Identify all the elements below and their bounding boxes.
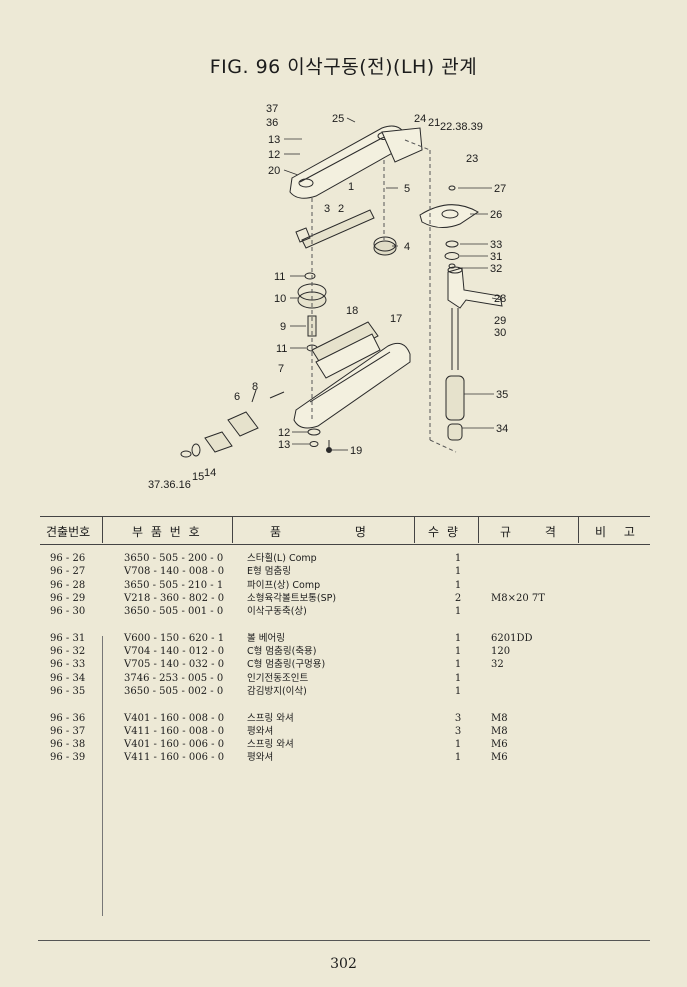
callout-label: 35 — [496, 389, 508, 401]
callout-label: 37 — [266, 103, 278, 115]
callout-label: 31 — [490, 251, 502, 263]
callout-label: 37.36.16 — [148, 479, 191, 491]
callout-label: 2 — [338, 203, 344, 215]
footer-rule — [38, 940, 650, 941]
callout-label: 33 — [490, 239, 502, 251]
column-divider — [578, 516, 579, 543]
callout-label: 23 — [466, 153, 478, 165]
callout-label: 11 — [274, 271, 285, 283]
figure-title: FIG. 96 이삭구동(전)(LH) 관계 — [209, 56, 478, 78]
column-divider — [414, 516, 415, 543]
callout-label: 12 — [278, 427, 290, 439]
callout-label: 10 — [274, 293, 286, 305]
header-remarks: 비 고 — [595, 525, 635, 539]
callout-label: 13 — [278, 439, 290, 451]
column-divider — [102, 516, 103, 543]
callout-label: 15 — [192, 471, 204, 483]
callout-label: 21 — [428, 117, 440, 129]
callout-label: 17 — [390, 313, 402, 325]
column-divider — [102, 636, 103, 916]
callout-label: 8 — [252, 381, 258, 393]
callout-label: 26 — [490, 209, 502, 221]
callout-label: 36 — [266, 117, 278, 129]
header-part-name: 품 명 — [270, 525, 366, 539]
callout-label: 14 — [204, 467, 216, 479]
callout-label: 34 — [496, 423, 508, 435]
callout-label: 6 — [234, 391, 240, 403]
header-ref-no: 견출번호 — [46, 525, 91, 539]
callout-label: 12 — [268, 149, 280, 161]
header-quantity: 수 량 — [428, 525, 458, 539]
callout-label: 22.38.39 — [440, 121, 483, 133]
callout-label: 3 — [324, 203, 330, 215]
column-divider — [478, 516, 479, 543]
exploded-parts-diagram: 37 36 13 12 20 25 24 21 22.38.39 23 5 27… — [148, 103, 508, 491]
header-part-no: 부 품 번 호 — [132, 525, 202, 539]
callout-label: 28 — [494, 293, 506, 305]
callout-label: 29 — [494, 315, 506, 327]
callout-label: 20 — [268, 165, 280, 177]
callout-label: 19 — [350, 445, 362, 457]
callout-label: 9 — [280, 321, 286, 333]
page-number: 302 — [330, 956, 357, 972]
callout-label: 5 — [404, 183, 410, 195]
callout-label: 32 — [490, 263, 502, 275]
table-header: 견출번호 부 품 번 호 품 명 수 량 규 격 비 고 — [40, 516, 650, 545]
callout-label: 7 — [278, 363, 284, 375]
callout-label: 18 — [346, 305, 358, 317]
column-divider — [232, 516, 233, 543]
callout-label: 24 — [414, 113, 426, 125]
callout-label: 30 — [494, 327, 506, 339]
callout-label: 1 — [348, 181, 354, 193]
callout-label: 4 — [404, 241, 410, 253]
callout-label: 11 — [276, 343, 287, 355]
callout-label: 27 — [494, 183, 506, 195]
callout-label: 13 — [268, 134, 280, 146]
callout-label: 25 — [332, 113, 344, 125]
header-spec: 규 격 — [500, 525, 556, 539]
